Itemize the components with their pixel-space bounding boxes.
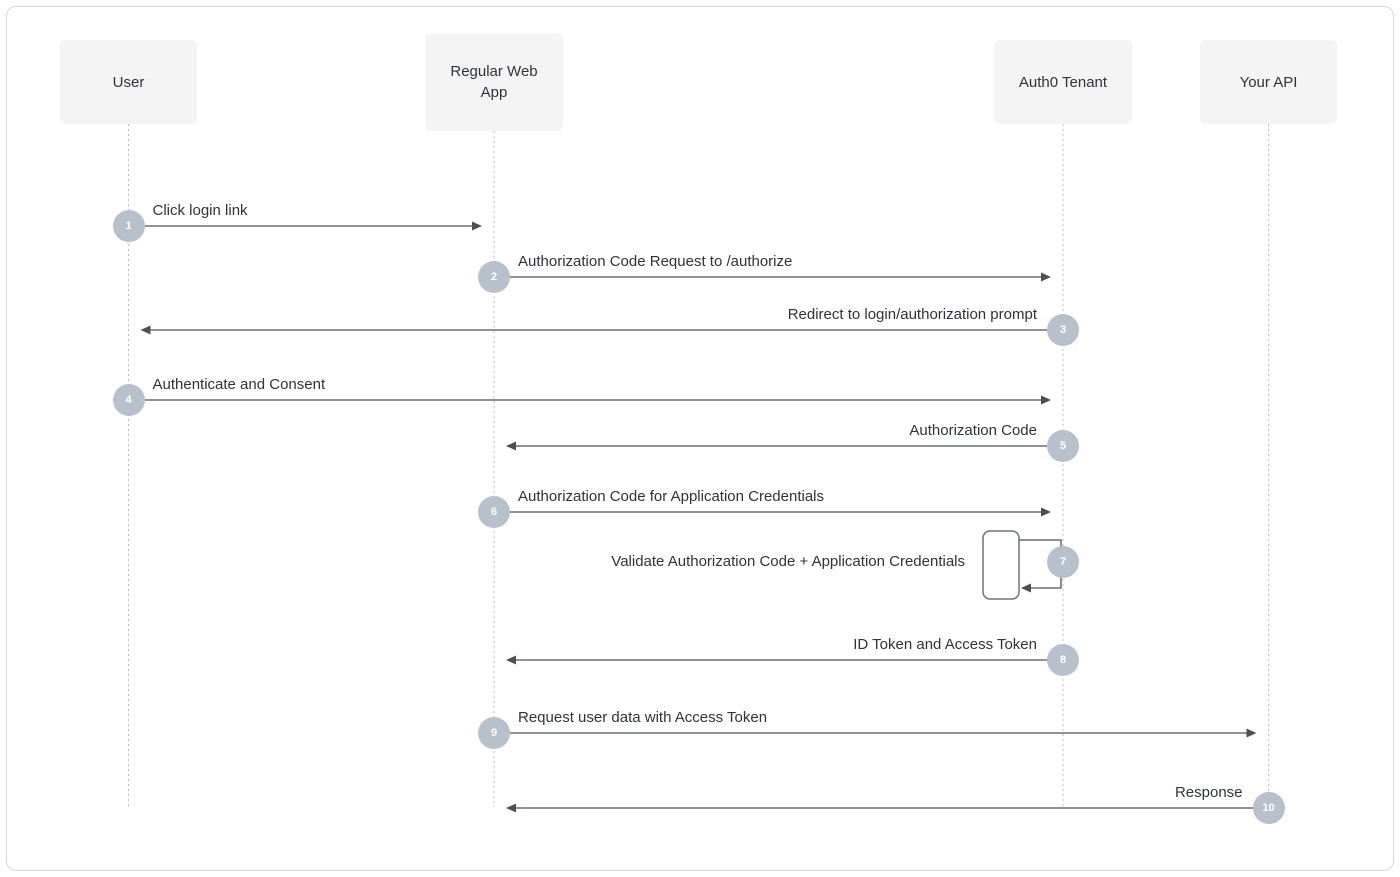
message-label-10: Response	[1174, 784, 1243, 801]
step-badge-1: 1	[112, 210, 145, 242]
message-arrowhead-10	[506, 803, 516, 813]
step-badge-2: 2	[478, 261, 510, 293]
step-badge-10: 10	[1252, 792, 1285, 824]
message-label-8: ID Token and Access Token	[853, 636, 1037, 653]
message-label-6: Authorization Code for Application Crede…	[518, 488, 825, 505]
message-label-7: Validate Authorization Code + Applicatio…	[611, 553, 965, 570]
actor-api: Your API	[1200, 40, 1337, 124]
step-badge-5: 5	[1047, 430, 1079, 462]
message-arrowhead-9	[1246, 728, 1257, 738]
message-arrowhead-1	[472, 221, 482, 231]
message-arrowhead-2	[1041, 272, 1051, 282]
step-badge-9: 9	[478, 717, 510, 749]
message-label-5: Authorization Code	[909, 422, 1037, 439]
step-badge-4: 4	[112, 384, 145, 416]
message-arrowhead-6	[1041, 507, 1051, 517]
message-label-2: Authorization Code Request to /authorize	[518, 253, 793, 270]
step-badge-7: 7	[1047, 546, 1079, 578]
self-activation-box	[982, 530, 1020, 600]
actor-user: User	[60, 40, 197, 124]
message-arrowhead-3	[140, 325, 151, 335]
message-arrowhead-5	[506, 441, 516, 451]
step-badge-8: 8	[1047, 644, 1079, 676]
message-label-3: Redirect to login/authorization prompt	[787, 306, 1037, 323]
message-label-4: Authenticate and Consent	[152, 376, 326, 393]
step-badge-3: 3	[1047, 314, 1079, 346]
step-badge-6: 6	[478, 496, 510, 528]
message-label-1: Click login link	[152, 202, 248, 219]
self-loop-arrowhead	[1021, 583, 1031, 593]
message-arrowhead-8	[506, 655, 516, 665]
actor-auth0: Auth0 Tenant	[994, 40, 1132, 124]
actor-web-app: Regular Web App	[425, 33, 563, 131]
diagram-frame	[6, 6, 1394, 871]
message-arrowhead-4	[1041, 395, 1051, 405]
message-label-9: Request user data with Access Token	[518, 709, 768, 726]
